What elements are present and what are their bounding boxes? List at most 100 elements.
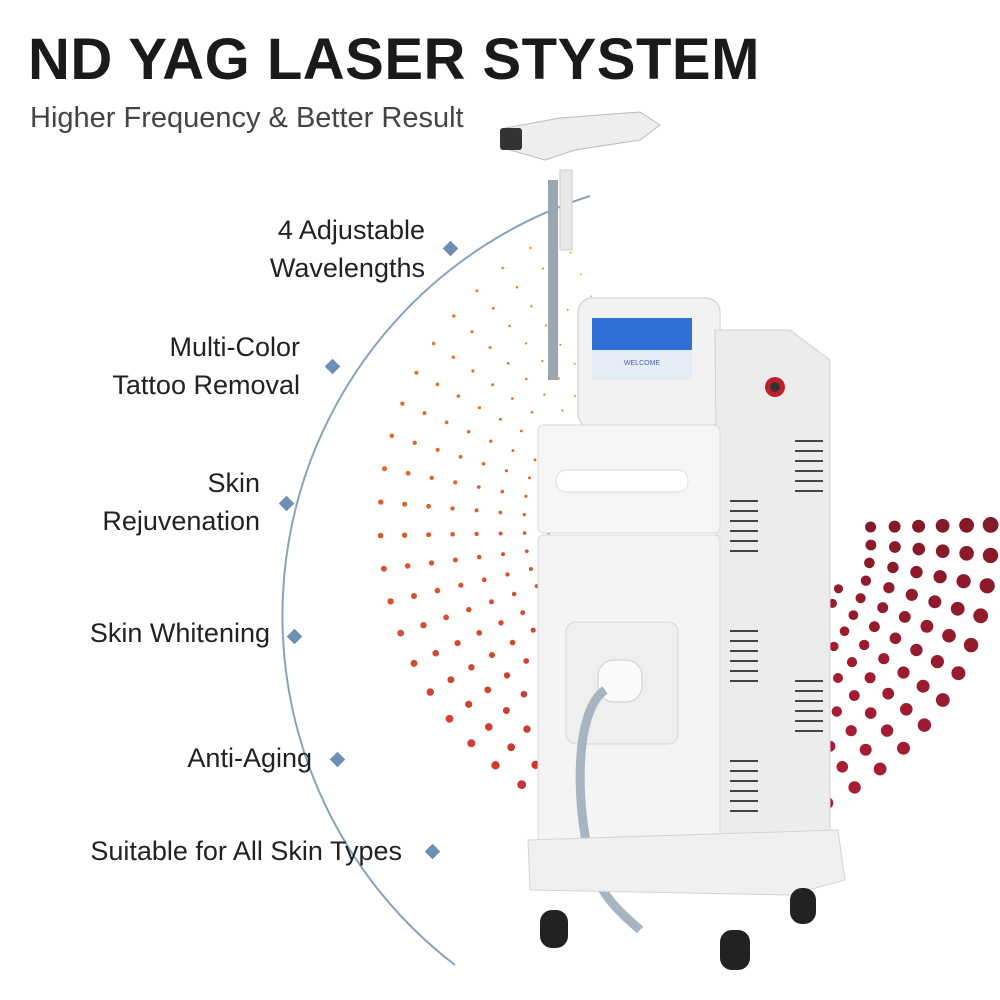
pattern-dot [956,574,971,589]
pattern-dot [428,560,435,566]
page-subtitle: Higher Frequency & Better Result [30,102,464,134]
pattern-dot [889,632,902,645]
feature-text: Rejuvenation [102,506,260,536]
pattern-dot [481,462,486,466]
pattern-dot [474,531,479,537]
pattern-dot [898,611,911,623]
feature-all-skin-types: Suitable for All Skin Types [90,832,402,870]
feature-text: Skin [207,468,260,498]
pattern-dot [573,362,576,365]
pattern-dot [525,377,528,381]
pattern-dot [397,629,405,637]
feature-text: Suitable for All Skin Types [90,836,402,866]
pattern-dot [912,542,926,556]
pattern-dot [498,620,504,626]
feature-text: Skin Whitening [89,618,270,648]
pattern-dot [897,666,910,679]
pattern-dot [865,521,877,533]
pattern-dot [905,588,918,601]
pattern-dot [869,621,880,633]
pattern-dot [878,653,890,665]
arm-cable [548,180,558,380]
pattern-dot [520,610,526,616]
pattern-dot [450,532,455,537]
pattern-dot [888,520,901,533]
pattern-dot [523,658,530,664]
pattern-dot [471,369,475,373]
pattern-dot [916,679,930,693]
pattern-dot [873,762,887,776]
pattern-dot [910,565,923,579]
pattern-dot [444,420,449,425]
pattern-dot [864,707,877,719]
pattern-dot [859,743,872,756]
pattern-dot [432,649,440,657]
pattern-dot [502,707,510,714]
pattern-dot [520,429,523,433]
decorative-arc [281,195,591,966]
laser-handpiece [504,111,661,161]
pattern-dot [959,517,974,533]
pattern-dot [378,499,384,505]
pattern-dot [507,743,516,752]
pattern-dot [475,289,479,293]
feature-text: Anti-Aging [187,743,312,773]
pattern-dot [488,346,492,349]
pattern-dot [928,595,942,609]
pattern-dot [508,324,511,328]
pattern-dot [590,295,592,298]
pattern-dot [402,501,408,507]
pattern-dot [503,672,511,679]
pattern-dot [458,582,464,588]
pattern-dot [389,433,395,439]
pattern-dot [453,480,458,485]
pattern-dot [443,614,449,621]
pattern-dot [411,593,417,599]
pattern-dot [543,393,546,396]
pattern-dot [404,563,411,569]
pattern-dot [574,395,577,398]
wheels [540,888,816,970]
pattern-dot [466,606,472,613]
feature-text: 4 Adjustable [277,215,425,245]
pattern-dot [489,599,494,605]
pattern-dot [912,519,926,533]
feature-skin-whitening: Skin Whitening [90,614,270,652]
pattern-dot [456,394,461,398]
pattern-dot [530,627,536,633]
pattern-dot [529,246,532,250]
pattern-dot [973,608,989,624]
pattern-dot [900,703,913,716]
pattern-dot [481,577,487,583]
pattern-dot [466,430,471,434]
pattern-dot [917,718,932,732]
screen-text: WELCOME [624,360,661,367]
pattern-dot [942,628,956,643]
pattern-dot [511,449,515,453]
pattern-dot [491,383,495,387]
pattern-dot [452,557,458,563]
pattern-dot [434,587,441,594]
pattern-dot [882,687,895,700]
pattern-dot [541,359,544,363]
pattern-dot [579,273,582,276]
pattern-dot [476,485,481,489]
pattern-dot [451,355,455,359]
pattern-dot [420,622,427,629]
pattern-dot [533,458,537,462]
pattern-dot [530,305,533,308]
pattern-dot [491,761,500,770]
pattern-dot [517,780,527,789]
pattern-dot [474,508,479,513]
feature-text: Multi-Color [169,332,300,362]
pattern-dot [833,584,844,594]
pattern-dot [528,567,533,571]
pattern-dot [489,652,495,658]
pattern-dot [557,377,560,380]
pattern-dot [470,330,474,334]
pattern-dot [897,741,910,755]
pattern-dot [422,411,427,416]
pattern-dot [509,639,516,646]
pattern-dot [510,397,514,400]
pattern-dot [498,510,503,515]
